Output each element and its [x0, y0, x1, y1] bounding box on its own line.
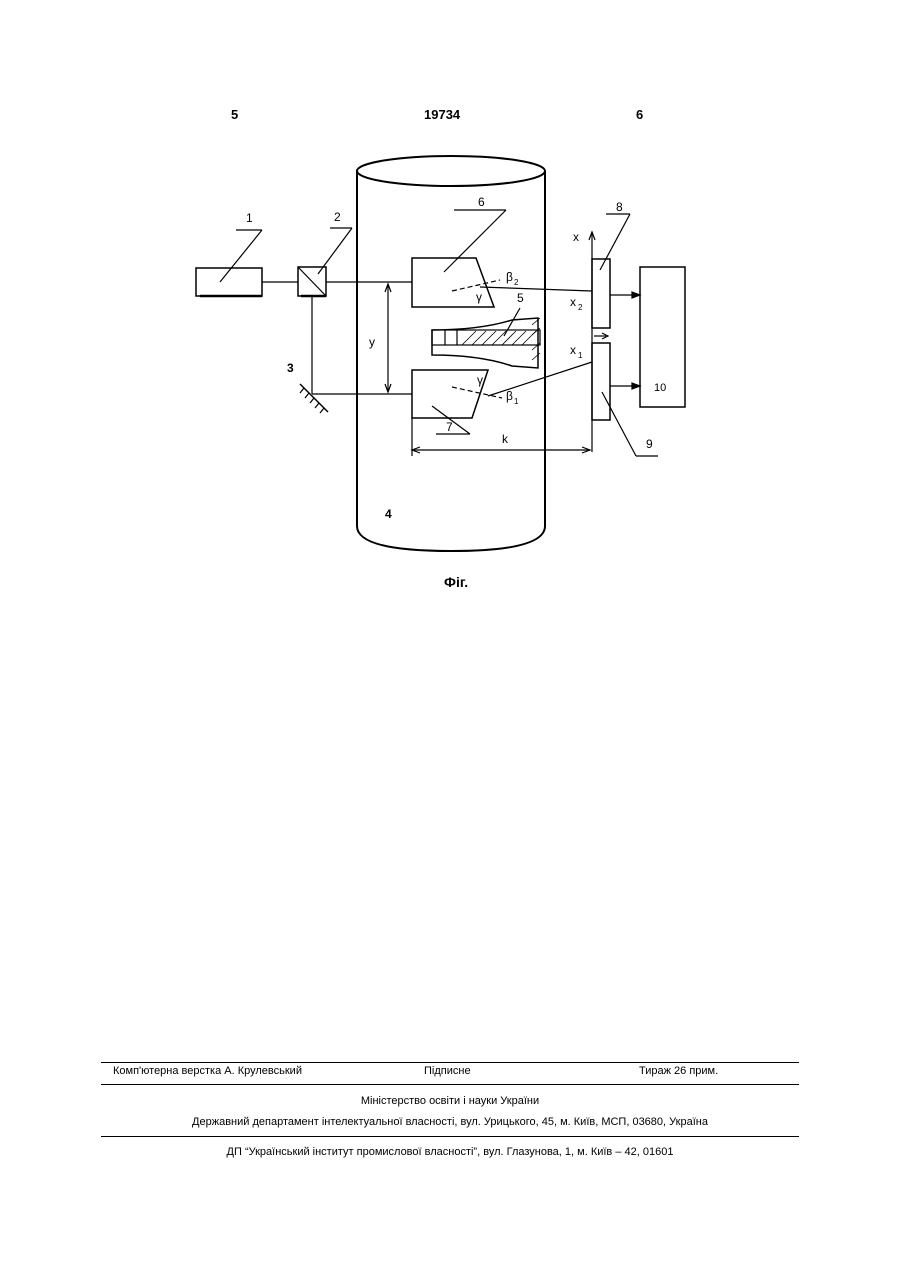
label-sample: 5 — [517, 291, 524, 305]
label-x-axis: x — [573, 230, 579, 244]
label-detector-bottom: 9 — [646, 437, 653, 451]
label-x2-subscript: 2 — [578, 303, 583, 312]
footer-rule-bottom — [101, 1136, 799, 1137]
footer-signed: Підписне — [424, 1065, 471, 1077]
patent-figure: 1 2 3 4 5 6 7 8 9 10 x x 2 x 1 y k β 2 β… — [0, 0, 901, 600]
label-k: k — [502, 432, 509, 446]
label-cylinder: 4 — [385, 507, 392, 521]
label-mirror: 3 — [287, 361, 294, 375]
label-gamma-top: γ — [476, 290, 482, 304]
label-gamma-bottom: γ — [477, 373, 483, 387]
laser-block — [196, 268, 262, 296]
label-beta2: β — [506, 270, 513, 284]
label-splitter: 2 — [334, 210, 341, 224]
label-x1-subscript: 1 — [578, 351, 583, 360]
label-processing-block: 10 — [654, 382, 666, 394]
sample-holder — [432, 318, 540, 368]
cylinder-body — [357, 156, 545, 551]
footer-rule-top — [101, 1062, 799, 1063]
figure-caption: Фіг. — [444, 574, 468, 590]
footer-rule-middle — [101, 1084, 799, 1085]
label-laser: 1 — [246, 211, 253, 225]
footer-department: Державний департамент інтелектуальної вл… — [101, 1116, 799, 1128]
footer-ministry: Міністерство освіти і науки України — [101, 1095, 799, 1107]
label-prism-bottom: 7 — [446, 420, 453, 434]
label-beta1-subscript: 1 — [514, 397, 519, 406]
detector-bottom — [592, 343, 610, 420]
label-prism-top: 6 — [478, 195, 485, 209]
footer-institute: ДП “Український інститут промислової вла… — [101, 1146, 799, 1158]
label-beta2-subscript: 2 — [514, 278, 519, 287]
label-x1: x — [570, 343, 576, 357]
label-detector-top: 8 — [616, 200, 623, 214]
footer-layout-credit: Комп'ютерна верстка А. Крулевський — [113, 1065, 302, 1077]
mirror-hatched — [300, 384, 328, 413]
footer-circulation: Тираж 26 прим. — [639, 1065, 718, 1077]
label-y: y — [369, 335, 375, 349]
label-x2: x — [570, 295, 576, 309]
label-beta1: β — [506, 389, 513, 403]
